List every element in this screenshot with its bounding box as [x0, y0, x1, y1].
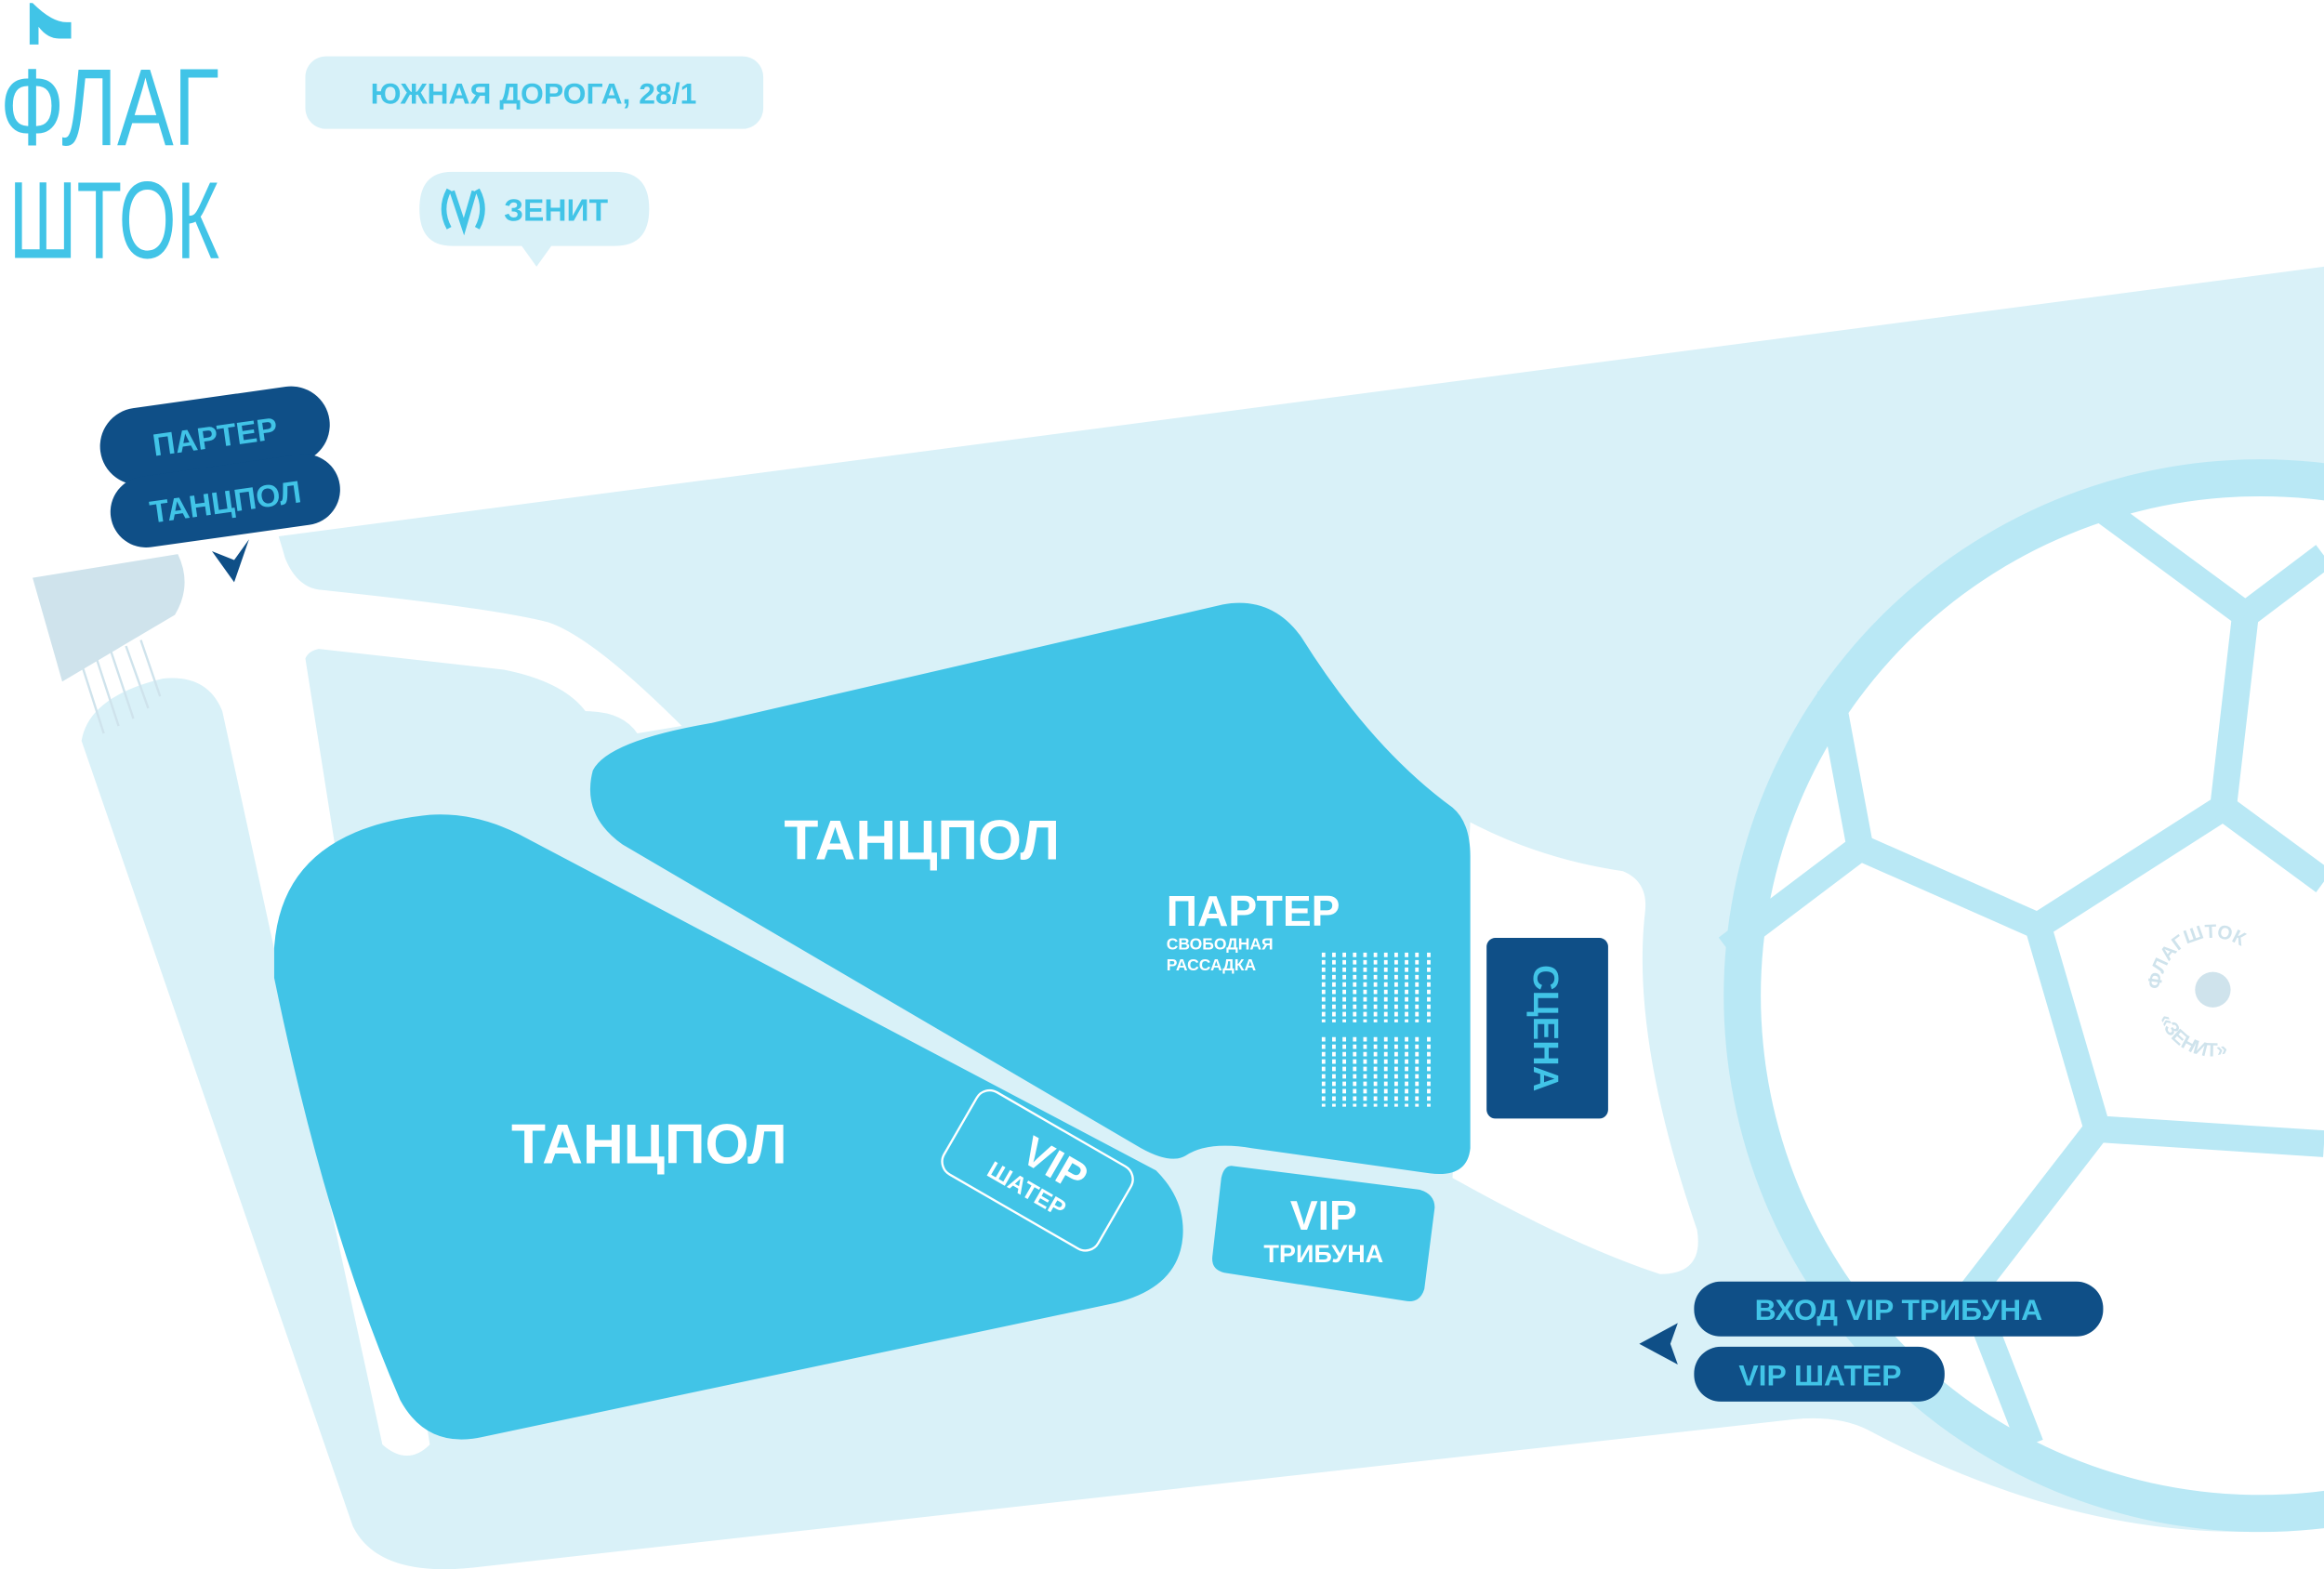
zone-vip-stand-sub: ТРИБУНА [1263, 1239, 1383, 1268]
entrance-label-dancefloor[interactable]: ТАНЦПОЛ [106, 450, 345, 552]
zone-dancefloor-upper[interactable] [589, 602, 1471, 1175]
parter-seating-grid [1321, 952, 1431, 1107]
arrow-pointer-icon [211, 539, 249, 583]
zone-dancefloor-lower-label: ТАНЦПОЛ [511, 1112, 787, 1175]
brand-logo: ФЛАГ ШТОК [0, 3, 219, 281]
metro-station-text: ЗЕНИТ [504, 194, 609, 229]
zone-parter-sub1: СВОБОДНАЯ [1167, 935, 1274, 954]
arrow-pointer-icon [1639, 1323, 1678, 1365]
zone-parter-sub2: РАССАДКА [1167, 956, 1257, 974]
road-top [278, 536, 682, 734]
address-badge: ЮЖНАЯ ДОРОГА, 28/1 [305, 56, 764, 129]
zone-vip-stand-title: VIP [1290, 1193, 1357, 1239]
zone-dancefloor-upper-label: ТАНЦПОЛ [784, 809, 1060, 872]
zone-stage[interactable] [1486, 937, 1608, 1119]
zone-parter-label: ПАРТЕР [1167, 887, 1340, 935]
entrance-label-vip-tent-text: VIP ШАТЕР [1738, 1358, 1901, 1391]
entrance-gate [33, 554, 185, 734]
logo-line2: ШТОК [9, 158, 220, 281]
zone-vip-stand[interactable] [1212, 1166, 1435, 1302]
entrance-label-vip-stand-text: ВХОД VIP ТРИБУНА [1755, 1293, 2043, 1326]
zone-dancefloor-lower[interactable] [273, 814, 1183, 1440]
entrance-label-vip-tent[interactable]: VIP ШАТЕР [1694, 1346, 1945, 1402]
metro-icon [441, 188, 485, 236]
logo-line1: ФЛАГ [0, 46, 219, 168]
address-text: ЮЖНАЯ ДОРОГА, 28/1 [371, 77, 697, 111]
zone-stage-label: СЦЕНА [1525, 965, 1565, 1091]
entrance-label-vip-stand[interactable]: ВХОД VIP ТРИБУНА [1694, 1281, 2104, 1337]
stadium-center-dot [2195, 971, 2231, 1008]
metro-badge: ЗЕНИТ [419, 171, 650, 267]
